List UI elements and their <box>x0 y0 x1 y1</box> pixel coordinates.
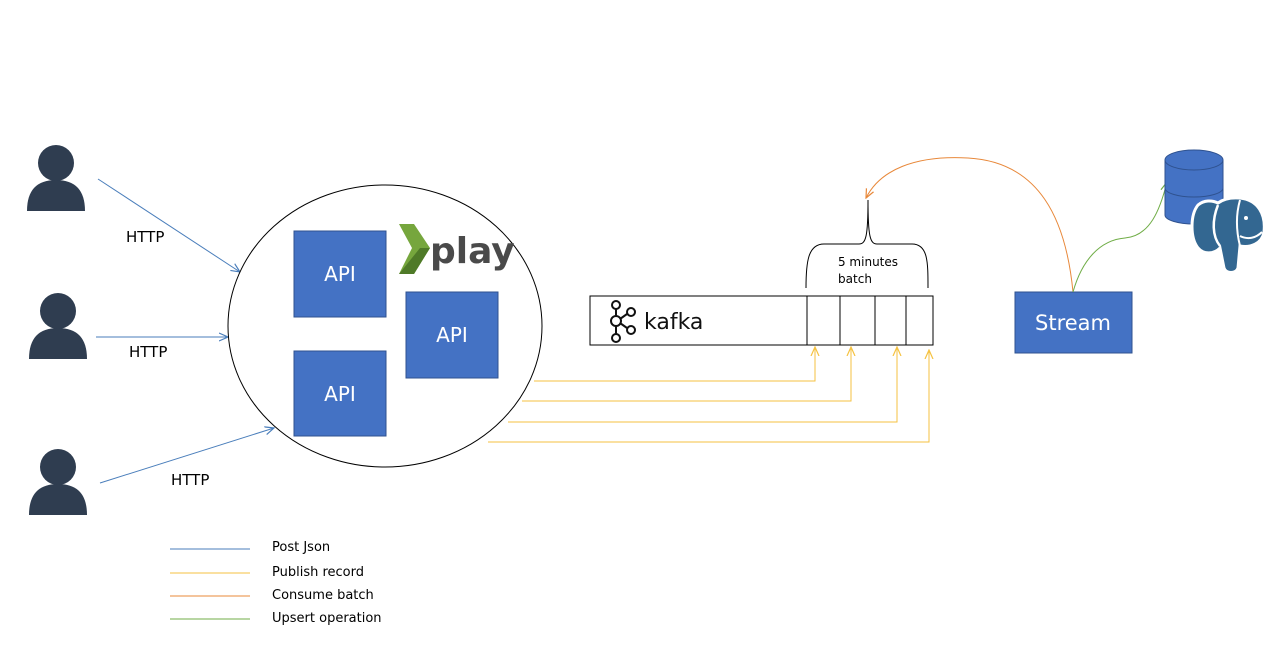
kafka-logo-icon <box>610 300 636 343</box>
postgresql-elephant-icon <box>1190 196 1266 274</box>
publish-record-arrow <box>508 347 897 423</box>
legend-label: Consume batch <box>272 588 374 603</box>
stream-box: Stream <box>1014 291 1133 354</box>
legend-label: Post Json <box>272 540 330 555</box>
play-logo-text: play <box>430 231 515 272</box>
consume-batch-arrow <box>866 157 1074 293</box>
batch-brace <box>805 199 929 289</box>
api-label: API <box>324 382 356 406</box>
user-icon <box>29 293 87 359</box>
api-box: API <box>293 350 387 437</box>
api-label: API <box>436 323 468 347</box>
post-json-arrow <box>97 178 240 272</box>
stream-label: Stream <box>1035 311 1111 335</box>
play-logo: play <box>399 224 515 274</box>
publish-record-arrow <box>522 347 851 402</box>
play-chevron-icon <box>399 224 430 274</box>
http-label: HTTP <box>129 343 167 361</box>
api-box: API <box>293 230 387 318</box>
kafka-logo-text: kafka <box>644 310 703 335</box>
publish-record-arrow <box>488 350 929 443</box>
publish-record-arrow <box>534 347 815 382</box>
batch-label: batch <box>838 272 872 286</box>
legend-label: Upsert operation <box>272 611 382 626</box>
legend-label: Publish record <box>272 565 364 580</box>
user-icon <box>29 449 87 515</box>
http-label: HTTP <box>126 228 164 246</box>
post-json-arrow <box>99 428 274 484</box>
batch-label: 5 minutes <box>838 255 898 269</box>
kafka-topic <box>589 295 934 346</box>
upsert-operation-arrow <box>1072 182 1167 293</box>
api-label: API <box>324 262 356 286</box>
user-icon <box>27 145 85 211</box>
http-label: HTTP <box>171 471 209 489</box>
legend: Post Json Publish record Consume batch U… <box>170 540 382 626</box>
api-box: API <box>405 291 499 379</box>
